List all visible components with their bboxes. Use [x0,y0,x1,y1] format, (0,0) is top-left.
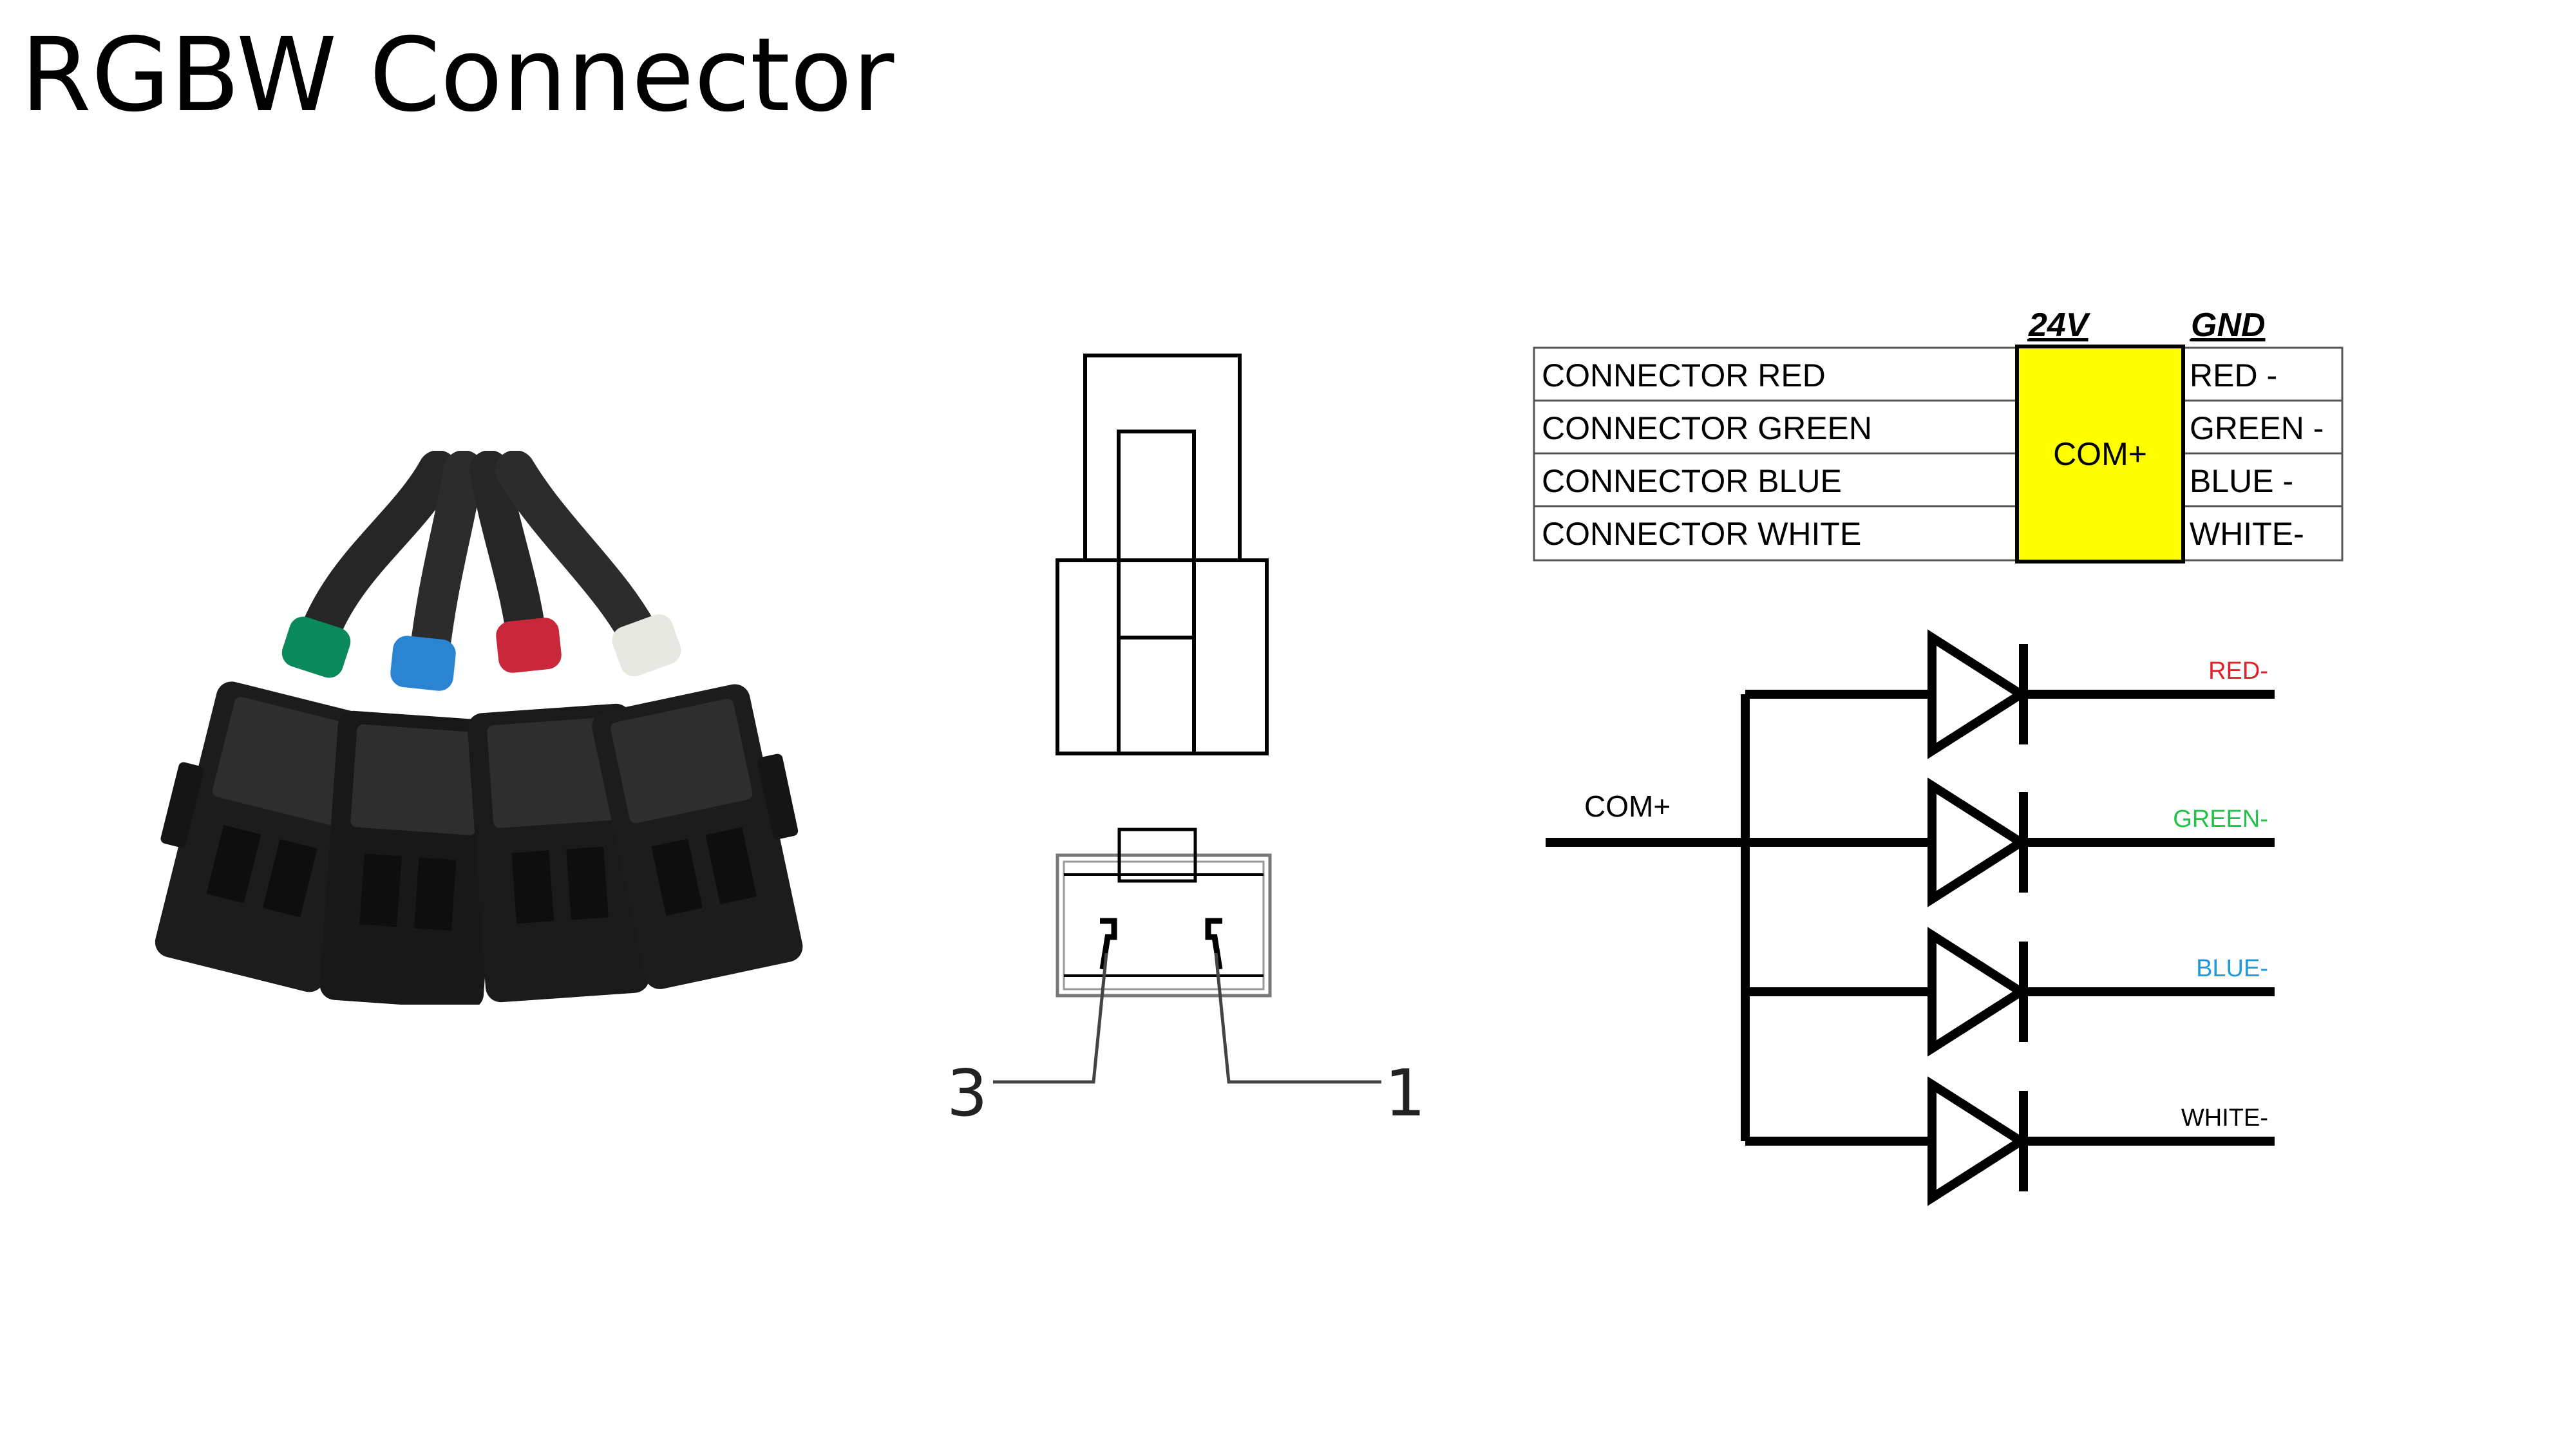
green-band [281,616,351,678]
row-gnd-green: GREEN - [2190,410,2324,446]
output-label-0: RED- [2208,658,2268,685]
row-name-red: CONNECTOR RED [1542,357,1826,393]
diode-symbol-1 [1927,777,2030,907]
diode-symbol-0 [1927,629,2030,759]
row-gnd-blue: BLUE - [2190,463,2293,499]
connector-photo [103,451,844,1005]
connector-white [592,684,803,989]
pin-3-label: 3 [947,1056,988,1131]
pin-1-label: 1 [1385,1056,1426,1131]
pin-3-contact [1099,918,1117,970]
connector-side-view [1056,354,1269,755]
connector-drawing: 3 1 [869,335,1449,1172]
circuit-graphic: COM+ RED- GREEN- BLUE- WHITE- [1546,629,2275,1206]
output-label-2: BLUE- [2196,955,2268,982]
diode-symbol-3 [1927,1076,2030,1206]
header-24v: 24V [2028,307,2091,344]
pin-3-leader [993,952,1108,1084]
connector-blue [319,710,502,1005]
page-title: RGBW Connector [21,16,895,135]
connector-photo-illustration [155,451,803,1005]
row-name-white: CONNECTOR WHITE [1542,516,1861,552]
pin-1-contact [1205,918,1223,970]
row-name-blue: CONNECTOR BLUE [1542,463,1842,499]
connector-front-view [1056,828,1272,998]
red-band [496,618,562,673]
row-name-green: CONNECTOR GREEN [1542,410,1872,446]
com-input-label: COM+ [1584,790,1671,823]
pinout-table-graphic: 24V GND COM+ CONNECTOR RED CONNECTOR GRE… [1533,307,2344,564]
output-label-1: GREEN- [2173,806,2268,833]
row-gnd-white: WHITE- [2190,516,2304,552]
pinout-table: 24V GND COM+ CONNECTOR RED CONNECTOR GRE… [1533,296,2370,573]
header-gnd: GND [2191,307,2266,344]
diode-symbol-2 [1927,927,2030,1057]
com-cell [2015,345,2185,564]
connector-drawing-illustration: 3 1 [947,354,1426,1131]
blue-band [390,636,456,691]
output-label-3: WHITE- [2181,1104,2268,1132]
row-gnd-red: RED - [2190,357,2277,393]
com-cell-label: COM+ [2053,436,2147,472]
pin-1-leader [1214,952,1381,1084]
white-band [612,614,681,677]
led-circuit-schematic: COM+ RED- GREEN- BLUE- WHITE- [1533,612,2370,1224]
